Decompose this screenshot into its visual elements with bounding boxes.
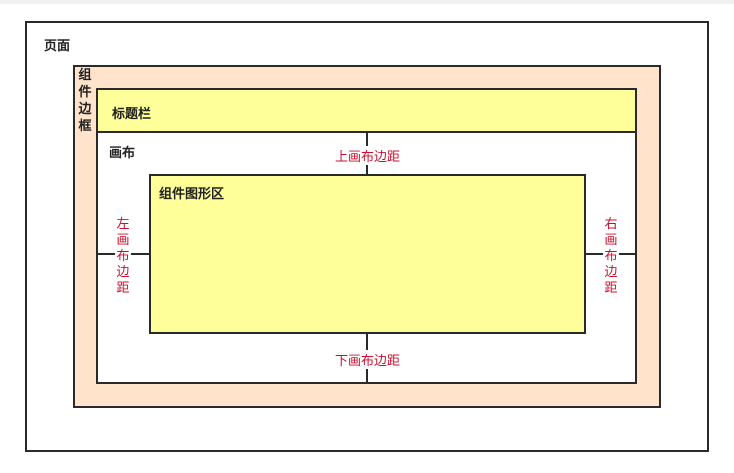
shape-area-box <box>149 174 586 334</box>
titlebar-box <box>96 88 637 133</box>
top-strip <box>0 0 734 4</box>
page-label: 页面 <box>44 39 71 54</box>
bottom-margin-label: 下画布边距 <box>334 350 402 369</box>
right-margin-label: 右画布边距 <box>603 217 619 297</box>
canvas-label: 画布 <box>109 146 136 161</box>
frame-label: 组件边框 <box>78 68 92 134</box>
top-margin-label: 上画布边距 <box>334 146 402 165</box>
shape-area-label: 组件图形区 <box>159 187 225 202</box>
left-margin-label: 左画布边距 <box>115 217 131 297</box>
titlebar-label: 标题栏 <box>112 107 152 122</box>
